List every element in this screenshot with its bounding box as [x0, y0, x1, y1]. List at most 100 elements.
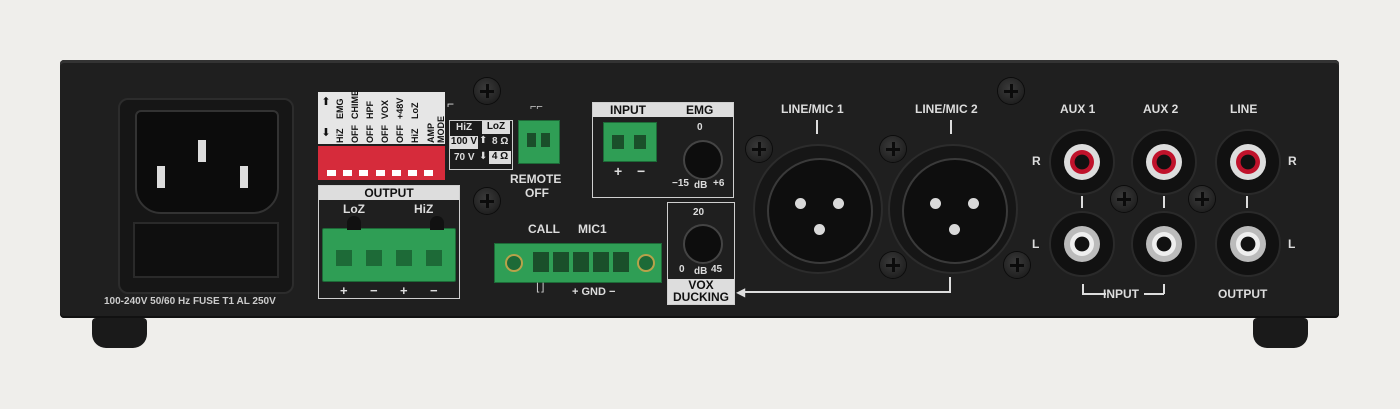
rca-aux1-left[interactable] — [1049, 211, 1115, 277]
output-hiz-label: HiZ — [414, 202, 434, 216]
dip-label-4b: VOX — [380, 99, 390, 119]
amp-mode-arrow-icon: ⌐ — [447, 97, 455, 111]
xlr2-label: LINE/MIC 2 — [915, 102, 978, 116]
table-hiz: HiZ — [456, 122, 473, 133]
dip-label-6b: LoZ — [410, 102, 420, 120]
iec-power-socket[interactable] — [135, 110, 279, 214]
routing-line-up — [949, 277, 951, 293]
screw-icon — [998, 78, 1024, 104]
emg-label: EMG — [686, 103, 714, 117]
dip-switch-3[interactable] — [359, 170, 368, 176]
input-emg-header — [593, 103, 733, 117]
screw-icon — [474, 78, 500, 104]
table-100v: 100 V — [450, 136, 478, 149]
rca-aux2-left[interactable] — [1131, 211, 1197, 277]
rca-l-left: L — [1032, 237, 1040, 251]
xlr-input-2[interactable] — [888, 144, 1018, 274]
arrow-up-icon: ⬆ — [479, 135, 488, 146]
xlr-input-1[interactable] — [753, 144, 883, 274]
output-box — [318, 185, 460, 299]
emg-knob-zero: 0 — [697, 122, 703, 133]
output-minus-2: − — [430, 283, 438, 298]
xlr1-label: LINE/MIC 1 — [781, 102, 844, 116]
dip-label-panel — [318, 92, 445, 144]
switch-symbol-icon: ⌐⌐ — [530, 101, 543, 113]
terminal-slot-4 — [426, 250, 442, 266]
input-emg-box — [592, 102, 734, 198]
dip-switch-6[interactable] — [408, 170, 417, 176]
vox-ducking-knob[interactable] — [683, 224, 723, 264]
vox-box — [667, 202, 735, 305]
terminal-screw-1[interactable] — [347, 216, 361, 230]
remote-label-line1: REMOTE — [510, 172, 562, 186]
terminal-screw-2[interactable] — [430, 216, 444, 230]
rca-r-left: R — [1032, 154, 1041, 168]
output-plus-2: + — [400, 283, 408, 298]
emg-knob-db: dB — [694, 180, 708, 191]
right-foot — [1253, 318, 1308, 348]
screw-icon — [1189, 186, 1215, 212]
output-plus-1: + — [340, 283, 348, 298]
input-bracket-line-left — [1082, 293, 1106, 295]
screw-icon — [880, 136, 906, 162]
vox-knob-zero: 0 — [679, 264, 685, 275]
rca-r-right: R — [1288, 154, 1297, 168]
call-mic-terminal-block[interactable] — [494, 243, 662, 283]
arrow-left-icon: ◀ — [736, 285, 746, 299]
emg-plus: + — [614, 163, 623, 179]
dip-label-3b: HPF — [365, 101, 375, 119]
emg-level-knob[interactable] — [683, 140, 723, 180]
output-minus-1: − — [370, 283, 378, 298]
aux2-label: AUX 2 — [1143, 102, 1179, 116]
table-70v: 70 V — [454, 152, 475, 163]
rca-aux1-right[interactable] — [1049, 129, 1115, 195]
input-bracket-line-right — [1144, 293, 1164, 295]
emg-minus: − — [637, 163, 646, 179]
dip-switch-7[interactable] — [424, 170, 433, 176]
aux1-label: AUX 1 — [1060, 102, 1096, 116]
screw-icon — [1004, 252, 1030, 278]
rca-pair-marker — [1246, 196, 1248, 208]
arrow-up-icon: ⬆ — [321, 96, 331, 108]
rca-pair-marker — [1081, 196, 1083, 208]
vox-label: VOX DUCKING — [668, 279, 734, 304]
screw-icon — [474, 188, 500, 214]
left-foot — [92, 318, 147, 348]
input-label: INPUT — [610, 103, 646, 117]
iec-pin-earth — [198, 140, 206, 162]
rca-line-out-right[interactable] — [1215, 129, 1281, 195]
dip-label-2b: CHIME — [350, 90, 360, 119]
output-title: OUTPUT — [319, 186, 459, 200]
rca-output-label: OUTPUT — [1218, 287, 1268, 301]
iec-pin-neutral — [240, 166, 248, 188]
dip-switch-2[interactable] — [343, 170, 352, 176]
screw-icon — [1111, 186, 1137, 212]
rca-aux2-right[interactable] — [1131, 129, 1197, 195]
rca-pair-marker — [1163, 196, 1165, 208]
table-loz: LoZ — [482, 121, 510, 134]
xlr1-marker — [816, 120, 818, 134]
output-loz-label: LoZ — [343, 202, 365, 216]
line-label: LINE — [1230, 102, 1258, 116]
vox-knob-top: 20 — [693, 207, 705, 218]
screw-icon — [880, 252, 906, 278]
rca-line-out-left[interactable] — [1215, 211, 1281, 277]
emg-knob-min: −15 — [672, 178, 689, 189]
vox-label-line1: VOX — [688, 278, 714, 292]
remote-off-terminal[interactable] — [518, 120, 560, 164]
dip-switch-5[interactable] — [392, 170, 401, 176]
call-label: CALL — [528, 222, 560, 236]
emg-knob-max: +6 — [713, 178, 725, 189]
terminal-slot-2 — [366, 250, 382, 266]
arrow-down-icon: ⬇ — [479, 151, 488, 162]
remote-label-line2: OFF — [525, 186, 549, 200]
terminal-slot-3 — [396, 250, 412, 266]
iec-pin-live — [157, 166, 165, 188]
emg-input-terminal[interactable] — [603, 122, 657, 162]
mic1-label: MIC1 — [578, 222, 607, 236]
fuse-drawer[interactable] — [133, 222, 279, 278]
dip-switch-4[interactable] — [376, 170, 385, 176]
dip-switch-1[interactable] — [327, 170, 336, 176]
dip-switch-bank[interactable] — [318, 146, 445, 180]
dip-label-7: AMP MODE — [426, 116, 446, 143]
